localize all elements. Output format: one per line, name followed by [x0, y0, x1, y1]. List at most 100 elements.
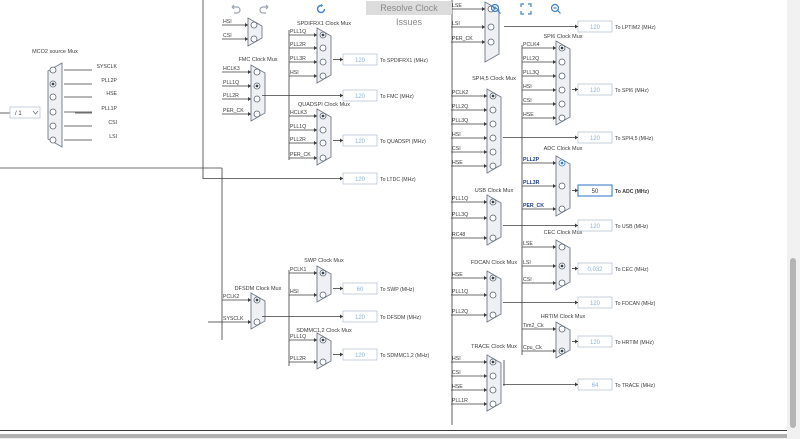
wire-arrow — [314, 114, 317, 118]
mux-usb-radio-1[interactable] — [489, 214, 497, 222]
mux-mco2-radio-3[interactable] — [49, 108, 57, 116]
zoom-in-icon[interactable] — [487, 1, 505, 17]
mux-trace-radio-3[interactable] — [489, 400, 497, 408]
mux-quadspi-radio-dot-0 — [321, 114, 325, 118]
mux-fdcan-radio-1[interactable] — [489, 291, 497, 299]
mux-sdmmc-radio-1[interactable] — [319, 358, 327, 366]
mux-spi6-radio-4[interactable] — [558, 100, 566, 108]
mux-spi6-radio-5[interactable] — [558, 114, 566, 122]
mux-adc-radio-1[interactable] — [558, 182, 566, 190]
mux-lptim2-radio-2[interactable] — [487, 38, 495, 46]
mux-usb-input-label-2: RC48 — [452, 232, 465, 238]
mux-spdifrx1-radio-2[interactable] — [319, 58, 327, 66]
mux-spi45-body[interactable] — [486, 88, 502, 174]
mux-fmc-radio-0[interactable] — [253, 68, 261, 76]
mux-spi45-radio-3[interactable] — [489, 134, 497, 142]
mux-quadspi-radio-1[interactable] — [319, 126, 327, 134]
refresh-icon[interactable] — [312, 1, 330, 17]
mux-mco2-radio-4[interactable] — [49, 122, 57, 130]
mux-trace-radio-2[interactable] — [489, 386, 497, 394]
mux-usb-radio-2[interactable] — [489, 234, 497, 242]
mux-spdifrx1-radio-3[interactable] — [319, 72, 327, 80]
mux-lptim2-radio-1[interactable] — [487, 23, 495, 31]
mux-spi45-radio-1[interactable] — [489, 106, 497, 114]
vertical-scroll-thumb[interactable] — [790, 258, 796, 428]
mux-spi6-radio-1[interactable] — [558, 58, 566, 66]
mux-cec-radio-2[interactable] — [558, 279, 566, 287]
zoom-out-icon[interactable] — [547, 1, 565, 17]
mux-mco2-body[interactable] — [47, 62, 63, 148]
mux-fmc-body[interactable] — [250, 64, 266, 122]
mux-adc-input-label-2: PER_CK — [523, 203, 544, 209]
mux-spi45-radio-5[interactable] — [489, 162, 497, 170]
mux-cec-radio-0[interactable] — [558, 243, 566, 251]
mux-dfsdm-radio-1[interactable] — [253, 318, 261, 326]
mux-spi6-radio-3[interactable] — [558, 86, 566, 94]
wire-arrow — [484, 164, 487, 168]
mux-spdifrx1-input-label-2: PLL3R — [290, 56, 306, 62]
mux-spi6-body[interactable] — [555, 40, 571, 126]
mux-fmc-radio-2[interactable] — [253, 95, 261, 103]
mux-adc-radio-2[interactable] — [558, 205, 566, 213]
mux-spi45-radio-2[interactable] — [489, 120, 497, 128]
mux-quadspi-body[interactable] — [316, 108, 332, 166]
mco2-divider-select[interactable] — [9, 106, 41, 119]
mux-spdifrx1-body[interactable] — [316, 27, 332, 84]
mux-swp-radio-1[interactable] — [319, 291, 327, 299]
mux-spi6-radio-2[interactable] — [558, 72, 566, 80]
mux-spi45-radio-4[interactable] — [489, 148, 497, 156]
mux-top-left-radio-1[interactable] — [250, 35, 258, 43]
undo-icon[interactable] — [226, 1, 244, 17]
mux-quadspi-radio-2[interactable] — [319, 139, 327, 147]
mux-top-left-radio-0[interactable] — [250, 21, 258, 29]
mux-mco2-radio-0[interactable] — [49, 66, 57, 74]
mux-fmc-radio-3[interactable] — [253, 110, 261, 118]
redo-icon[interactable] — [256, 1, 274, 17]
horizontal-scroll-thumb[interactable] — [0, 434, 787, 438]
mux-hrtim-radio-0[interactable] — [558, 325, 566, 333]
mux-spdifrx1-radio-1[interactable] — [319, 44, 327, 52]
mux-trace-radio-1[interactable] — [489, 372, 497, 380]
mux-quadspi-radio-3[interactable] — [319, 154, 327, 162]
mux-trace-body[interactable] — [486, 354, 502, 412]
fit-screen-icon[interactable] — [517, 1, 535, 17]
mux-mco2-radio-2[interactable] — [49, 93, 57, 101]
wire-arrow — [314, 338, 317, 342]
mux-fdcan-radio-2[interactable] — [489, 311, 497, 319]
resolve-clock-issues-button[interactable]: Resolve Clock Issues — [366, 1, 452, 27]
mux-mco2-radio-5[interactable] — [49, 136, 57, 144]
